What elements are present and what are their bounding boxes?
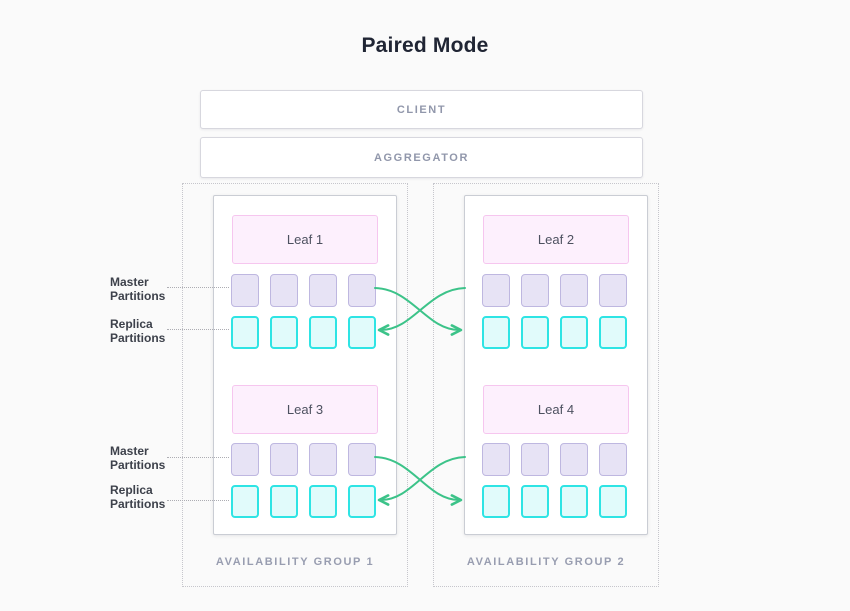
leaf-2-box: Leaf 2 [483, 215, 629, 264]
replica-partition [309, 485, 337, 518]
master-partitions-label-lower: Master Partitions [110, 444, 166, 472]
leaf-4-label: Leaf 4 [537, 402, 575, 417]
replica-partitions-label-lower: Replica Partitions [110, 483, 166, 511]
availability-group-1-label: AVAILABILITY GROUP 1 [215, 556, 375, 568]
leaf-card-group-2: Leaf 2 Leaf 4 [464, 195, 648, 535]
leaf-1-master-partitions-row [231, 274, 376, 307]
replica-partition [270, 485, 298, 518]
master-partition [560, 443, 588, 476]
replica-partition [348, 485, 376, 518]
master-partition [348, 443, 376, 476]
master-partition [560, 274, 588, 307]
leaf-4-replica-partitions-row [482, 485, 627, 518]
replica-partition [599, 316, 627, 349]
master-partition [599, 443, 627, 476]
master-partition [309, 274, 337, 307]
leaf-3-label: Leaf 3 [286, 402, 324, 417]
leaf-2-master-partitions-row [482, 274, 627, 307]
aggregator-node: AGGREGATOR [200, 137, 643, 178]
master-partition [482, 274, 510, 307]
leaf-4-master-partitions-row [482, 443, 627, 476]
master-partition [348, 274, 376, 307]
availability-group-2: Leaf 2 Leaf 4 [433, 183, 659, 587]
aggregator-node-label: AGGREGATOR [373, 151, 470, 164]
availability-group-2-label: AVAILABILITY GROUP 2 [466, 556, 626, 568]
leaf-1-replica-partitions-row [231, 316, 376, 349]
replica-partition [560, 316, 588, 349]
master-partition [599, 274, 627, 307]
client-node: CLIENT [200, 90, 643, 129]
master-partitions-label-upper: Master Partitions [110, 275, 166, 303]
leaf-1-box: Leaf 1 [232, 215, 378, 264]
master-partition [521, 443, 549, 476]
leaf-3-master-partitions-row [231, 443, 376, 476]
replica-partition [521, 485, 549, 518]
replica-partition [482, 485, 510, 518]
leader-line-replica-upper [167, 329, 229, 330]
leaf-card-group-1: Leaf 1 Leaf 3 [213, 195, 397, 535]
page-title: Paired Mode [361, 34, 489, 57]
replica-partition [599, 485, 627, 518]
leaf-2-replica-partitions-row [482, 316, 627, 349]
master-partition [270, 443, 298, 476]
master-partition [521, 274, 549, 307]
replica-partition [231, 485, 259, 518]
availability-group-1: Leaf 1 Leaf 3 [182, 183, 408, 587]
leader-line-master-lower [167, 457, 229, 458]
replica-partition [521, 316, 549, 349]
master-partition [309, 443, 337, 476]
replica-partition [309, 316, 337, 349]
leader-line-replica-lower [167, 500, 229, 501]
leaf-3-box: Leaf 3 [232, 385, 378, 434]
replica-partition [231, 316, 259, 349]
leaf-2-label: Leaf 2 [537, 232, 575, 247]
replica-partitions-label-upper: Replica Partitions [110, 317, 166, 345]
master-partition [231, 443, 259, 476]
leaf-1-label: Leaf 1 [286, 232, 324, 247]
master-partition [270, 274, 298, 307]
replica-partition [348, 316, 376, 349]
leaf-3-replica-partitions-row [231, 485, 376, 518]
leader-line-master-upper [167, 287, 229, 288]
replica-partition [482, 316, 510, 349]
client-node-label: CLIENT [396, 103, 447, 116]
leaf-4-box: Leaf 4 [483, 385, 629, 434]
master-partition [231, 274, 259, 307]
replica-partition [270, 316, 298, 349]
master-partition [482, 443, 510, 476]
replica-partition [560, 485, 588, 518]
